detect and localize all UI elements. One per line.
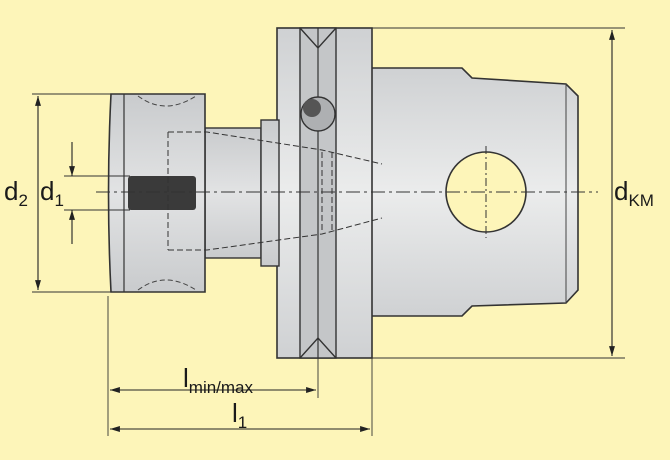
locking-ball [300,96,336,132]
label-lminmax: lmin/max [183,363,254,397]
label-l1: l1 [232,398,248,432]
label-d2: d2 [4,176,28,210]
flange [276,27,373,359]
neck [204,119,280,267]
label-dkm: dKM [614,176,654,210]
label-d1: d1 [40,176,64,210]
clamping-nut [107,93,206,293]
dimension-lines [35,30,615,432]
extension-lines [32,27,625,436]
